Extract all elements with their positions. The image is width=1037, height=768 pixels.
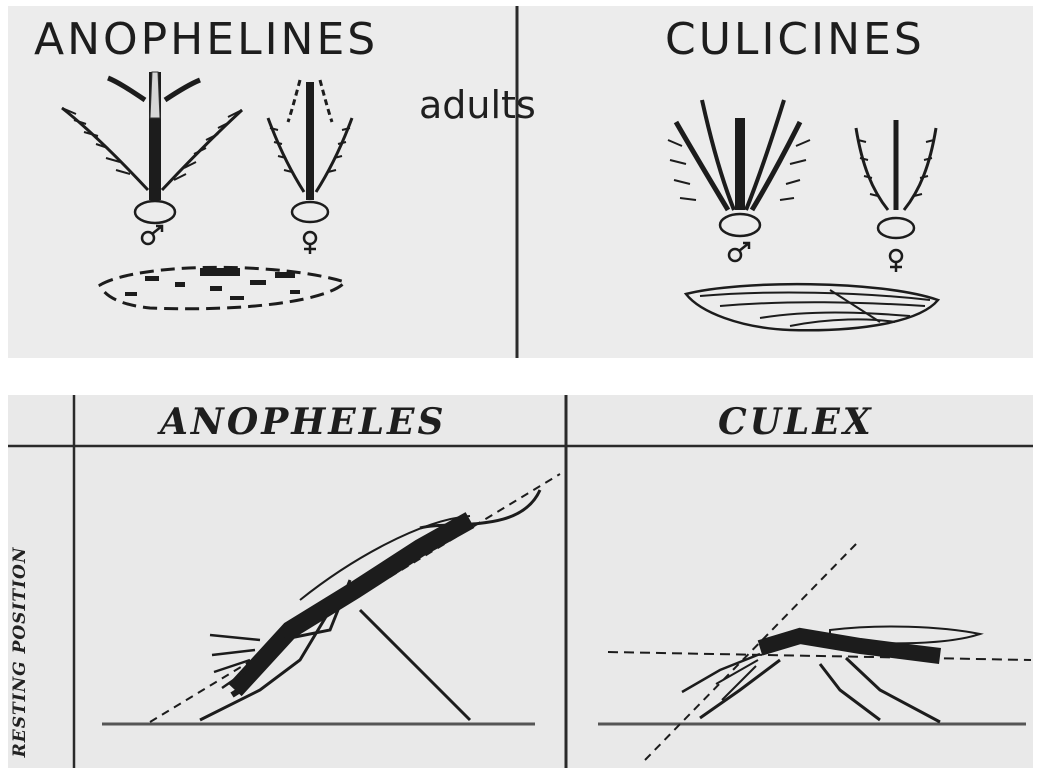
- anopheline-male-head-illustration: [62, 72, 242, 244]
- resting-position-row-label: RESTING POSITION: [10, 547, 30, 758]
- anopheline-female-head-illustration: [268, 80, 352, 254]
- culex-column-heading: CULEX: [718, 404, 874, 440]
- culicines-heading: CULICINES: [665, 18, 925, 62]
- adults-label: adults: [419, 86, 536, 124]
- culicine-female-head-illustration: [856, 120, 936, 272]
- anopheline-wing-illustration: [100, 267, 345, 308]
- anopheles-resting-mosquito-illustration: [150, 474, 560, 722]
- culex-resting-mosquito-illustration: [608, 542, 1031, 760]
- culicine-wing-illustration: [686, 284, 938, 330]
- anopheles-column-heading: ANOPHELES: [160, 404, 446, 440]
- culicine-male-head-illustration: [668, 100, 810, 261]
- anophelines-heading: ANOPHELINES: [34, 18, 378, 62]
